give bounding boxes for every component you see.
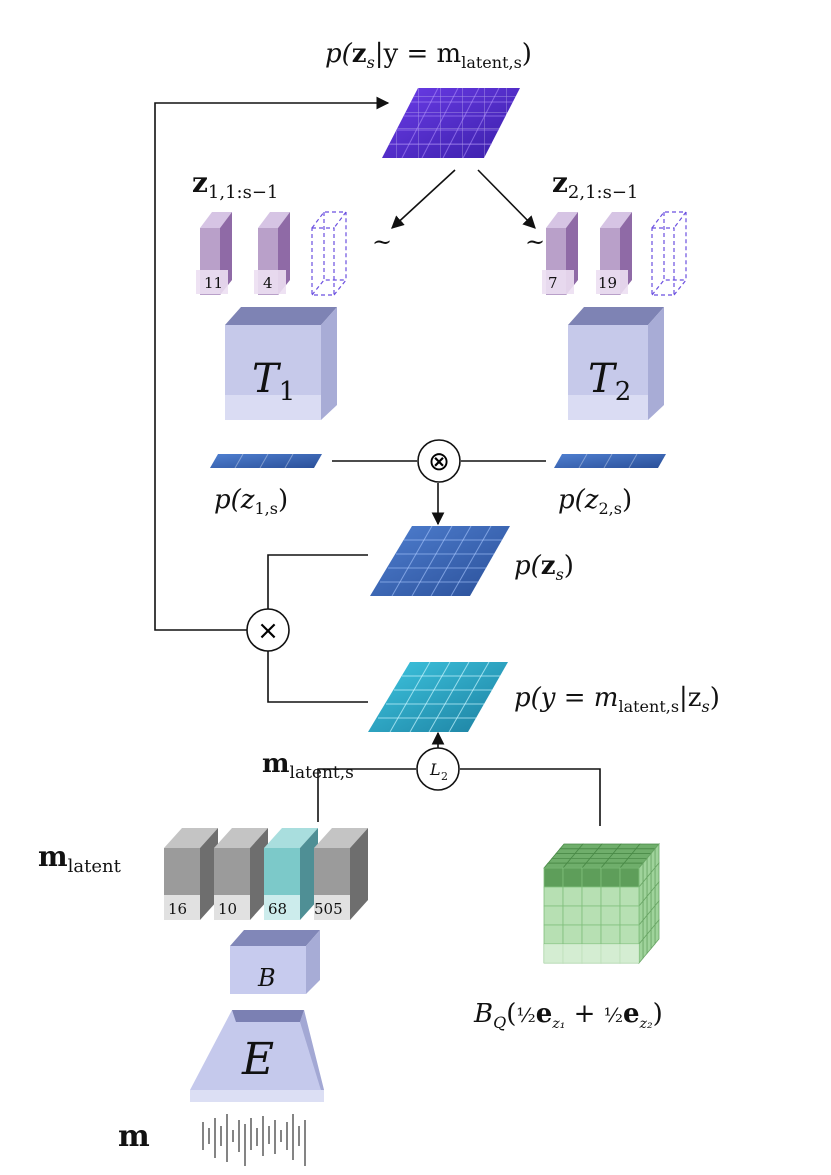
- T1-label: T1: [252, 356, 295, 407]
- quantizer-label: BQ(½ez₁ + ½ez₂): [473, 999, 663, 1032]
- arrow-to-z2: [477, 169, 536, 229]
- m-latent-s-label: mlatent,s: [262, 749, 354, 783]
- likelihood-label: p(y = mlatent,s|zs): [514, 683, 720, 716]
- T2-block: T2: [568, 307, 664, 420]
- z2-tokens: 7 19: [542, 211, 688, 296]
- latent-token-1: 10: [214, 828, 268, 920]
- link-pzs-times: [267, 554, 368, 609]
- z2-token-1: 19: [596, 212, 632, 295]
- posterior-grid: [382, 87, 520, 159]
- z1-sequence-label: z1,1:s−1: [192, 166, 278, 203]
- link-L2-cube: [460, 768, 601, 826]
- tilde-right: ~: [525, 228, 545, 256]
- prior-label: p(zs): [514, 551, 574, 584]
- svg-text:10: 10: [218, 900, 237, 918]
- z1-token-0: 11: [196, 212, 232, 295]
- posterior-label: p(zs|y = mlatent,s): [325, 39, 532, 72]
- waveform-icon: [202, 1114, 306, 1166]
- pz1-label: p(z1,s): [214, 485, 288, 518]
- svg-text:16: 16: [168, 900, 187, 918]
- link-times-likelihood: [267, 651, 368, 703]
- encoder-label: E: [241, 1034, 274, 1085]
- bottleneck-block: B: [230, 930, 320, 994]
- z1-token-1: 4: [254, 212, 290, 295]
- z1-token-next-dashed: [311, 211, 348, 296]
- svg-text:4: 4: [263, 274, 273, 292]
- latent-token-0: 16: [164, 828, 218, 920]
- m-latent-label: mlatent: [38, 840, 122, 877]
- z2-sequence-label: z2,1:s−1: [552, 166, 638, 203]
- svg-text:505: 505: [314, 900, 343, 918]
- z1-tokens: 11 4: [196, 211, 348, 296]
- z2-token-next-dashed: [651, 211, 688, 296]
- arrow-to-z1: [391, 169, 456, 229]
- svg-text:11: 11: [204, 274, 223, 292]
- likelihood-grid: [368, 661, 508, 733]
- bottleneck-label: B: [257, 964, 276, 992]
- pz2-strip: [554, 453, 666, 469]
- tilde-left: ~: [372, 228, 392, 256]
- L2-node: L 2: [416, 747, 460, 791]
- pz1-strip: [210, 453, 322, 469]
- latent-tokens: 16 10 68 505: [164, 828, 368, 920]
- T2-label: T2: [588, 356, 631, 407]
- feedback-arrow: [154, 96, 390, 631]
- encoder-block: E: [190, 1010, 324, 1102]
- link-L2-token: [317, 768, 416, 822]
- svg-text:⊗: ⊗: [428, 447, 450, 477]
- svg-text:68: 68: [268, 900, 287, 918]
- z2-token-0: 7: [542, 212, 578, 295]
- svg-text:L: L: [429, 760, 441, 779]
- T1-block: T1: [225, 307, 337, 420]
- prior-grid: [370, 525, 510, 597]
- latent-token-2-selected: 68: [264, 828, 318, 920]
- m-input-label: m: [118, 1119, 150, 1154]
- svg-text:2: 2: [441, 770, 448, 783]
- svg-text:×: ×: [257, 616, 279, 646]
- pz2-label: p(z2,s): [558, 485, 632, 518]
- svg-text:7: 7: [548, 274, 558, 292]
- latent-token-3: 505: [314, 828, 368, 920]
- times-node: ×: [246, 608, 290, 652]
- quantizer-cube: [543, 842, 660, 965]
- connectors: [154, 96, 601, 826]
- otimes-node: ⊗: [417, 439, 461, 483]
- svg-text:19: 19: [598, 274, 617, 292]
